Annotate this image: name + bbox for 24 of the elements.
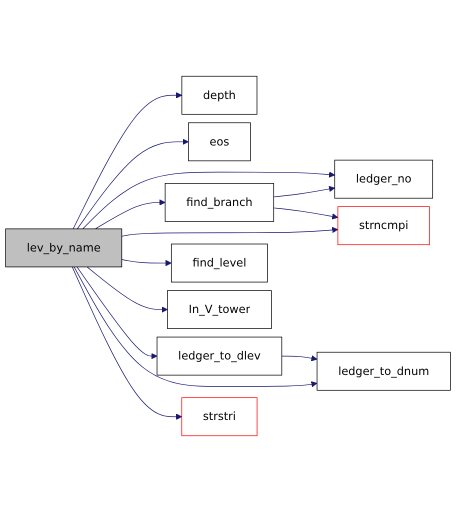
node-box: ledger_to_dnum bbox=[316, 352, 451, 391]
arrow bbox=[86, 266, 168, 313]
node-box: find_level bbox=[170, 244, 268, 282]
node-box: depth bbox=[182, 76, 258, 115]
node-box: strstri bbox=[181, 397, 258, 436]
arrow bbox=[72, 266, 182, 420]
node-box: In_V_tower bbox=[167, 290, 272, 329]
node-box: eos bbox=[188, 122, 251, 162]
arrow bbox=[121, 259, 172, 266]
arrow bbox=[121, 226, 338, 237]
arrow bbox=[281, 355, 318, 362]
node-box: lev_by_name bbox=[5, 228, 122, 268]
arrow bbox=[82, 172, 336, 230]
arrow bbox=[273, 208, 338, 220]
arrow bbox=[76, 138, 189, 230]
node-box: ledger_to_dlev bbox=[156, 336, 282, 376]
arrow bbox=[95, 199, 166, 230]
node-box: find_branch bbox=[164, 183, 274, 222]
arrow bbox=[74, 266, 318, 388]
node-box: ledger_no bbox=[334, 160, 434, 199]
arrow bbox=[72, 92, 182, 230]
arrow bbox=[273, 186, 335, 198]
node-box: strncmpi bbox=[338, 206, 430, 246]
arrow bbox=[76, 266, 158, 360]
